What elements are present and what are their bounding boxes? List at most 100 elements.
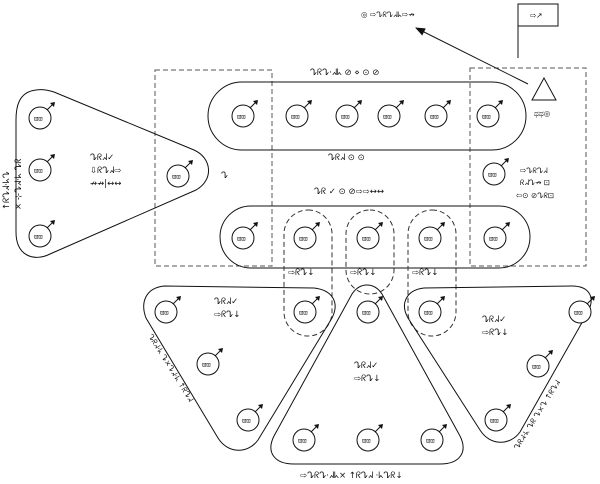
- nodes-layer: ⊡⊡ ⊡⊡ ⊡⊡ ⊡⊡ ⊡⊡ ⊡⊡ ⊡⊡ ⊡⊡ ⊡⊡ ⊡⊡ ⊡⊡ ⊡⊡ ⊡⊡ ⊡⊡ ⊡⊡ ⊡⊡ ⊡⊡ ⊡⊡ ⊡⊡ ⊡⊡…: [28, 100, 595, 452]
- node-27: ⊡⊡: [526, 350, 553, 378]
- left-tri-label-3: ↛↛|↔↔: [90, 179, 121, 189]
- node-pointer-head: [315, 296, 320, 301]
- bottom-caption: ⇨ᖊᖇᖊ·ᖽᖾ× ↑ᖇᖊᖽ ·ᖾᖊᖇ↓: [300, 471, 403, 481]
- node-circle: [293, 226, 317, 250]
- node-glyph: ⊡⊡: [34, 167, 42, 175]
- center-long-label: ᖊᖇ ✓ ⊙ ⊘⇨⇨↔↔: [314, 187, 384, 197]
- node-1: ⊡⊡: [28, 102, 55, 130]
- node-glyph: ⊡⊡: [291, 113, 299, 121]
- flag-label: ⇨↗: [530, 11, 543, 20]
- triangle-marker-label: ಥಥ◎: [534, 109, 550, 118]
- row-small-label-1: ⇨ᖇᖊ↓: [288, 268, 314, 278]
- node-pointer-head: [307, 100, 312, 105]
- group-top-row: [207, 81, 527, 151]
- right-mid-label-2: ᖇᖽᖊ↛ ⊡: [520, 178, 550, 187]
- group-bm-triangle: [270, 284, 464, 465]
- node-glyph: ⊡⊡: [490, 417, 498, 425]
- pointer-arrow: [415, 27, 529, 85]
- top-group-label: ᖊᖇᖊ·ᖽᖾ ⊘ ⋄ ⊙ ⊘: [310, 68, 379, 78]
- node-circle: [568, 300, 592, 324]
- node-circle: [154, 300, 178, 324]
- node-9: ⊡⊡: [424, 100, 451, 128]
- node-10: ⊡⊡: [476, 100, 503, 128]
- flag-icon: [517, 3, 559, 58]
- node-circle: [418, 300, 442, 324]
- node-glyph: ⊡⊡: [34, 115, 42, 123]
- node-circle: [418, 226, 442, 250]
- node-glyph: ⊡⊡: [424, 235, 432, 243]
- node-circle: [420, 428, 444, 452]
- left-sidebar-label-2: × ⊹ᖊᖽ·ᖾ ᖊᖇ: [14, 159, 24, 210]
- node-circle: [484, 408, 508, 432]
- row-small-label-2: ⇨ᖇᖊ↓: [350, 268, 376, 278]
- group-bl-triangle: [143, 285, 336, 451]
- node-pointer-head: [378, 222, 383, 227]
- group-middle-row: [219, 205, 531, 269]
- node-28: ⊡⊡: [484, 404, 511, 432]
- top-arrow-label: ◎ ⇨ᖊᖇᖊᖽᖾ⇨↛: [361, 10, 414, 19]
- node-glyph: ⊡⊡: [574, 309, 582, 317]
- bm-tri-label-2: ⇨ᖇᖊ↓: [354, 374, 380, 384]
- node-circle: [231, 104, 255, 128]
- node-circle: [356, 300, 380, 324]
- br-tri-label-2: ⇨ᖇᖊ↓: [482, 328, 508, 338]
- node-pointer-head: [357, 100, 362, 105]
- right-mid-label-1: ⇨ᖊᖇᖊᖽ: [520, 166, 548, 175]
- node-circle: [526, 354, 550, 378]
- group-br-triangle: [404, 285, 592, 443]
- node-pointer-head: [258, 404, 263, 409]
- node-glyph: ⊡⊡: [202, 361, 210, 369]
- node-4: ⊡⊡: [166, 160, 193, 188]
- br-tri-label-1: ᖊᖇᖽ✓: [482, 315, 506, 325]
- dashed-capsule-3: [407, 209, 457, 337]
- node-glyph: ⊡⊡: [532, 363, 540, 371]
- left-tri-label-1: ᖊᖇᖽ✓: [90, 153, 114, 163]
- node-circle: [482, 162, 506, 186]
- node-glyph: ⊡⊡: [488, 171, 496, 179]
- br-side-label: ᖊᖇᖽ·ᖾ ᖊᖇ ᖊ×ᖊ ↑ᖇᖊᖽ: [512, 378, 562, 451]
- node-circle: [476, 104, 500, 128]
- node-pointer-head: [440, 296, 445, 301]
- dashed-region-left: [154, 69, 273, 267]
- node-circle: [285, 104, 309, 128]
- node-circle: [377, 104, 401, 128]
- node-pointer-head: [253, 222, 258, 227]
- node-13: ⊡⊡: [356, 222, 383, 250]
- node-glyph: ⊡⊡: [362, 437, 370, 445]
- node-pointer-head: [50, 102, 55, 107]
- node-pointer-head: [253, 100, 258, 105]
- right-mid-label-3: ⇦⊙ ⊘ᖊᖇ⊡: [516, 191, 554, 200]
- node-14: ⊡⊡: [418, 222, 445, 250]
- node-glyph: ⊡⊡: [237, 113, 245, 121]
- node-circle: [335, 104, 359, 128]
- node-circle: [166, 164, 190, 188]
- node-glyph: ⊡⊡: [424, 309, 432, 317]
- node-glyph: ⊡⊡: [489, 235, 497, 243]
- node-glyph: ⊡⊡: [299, 235, 307, 243]
- node-15: ⊡⊡: [483, 222, 510, 250]
- node-glyph: ⊡⊡: [160, 309, 168, 317]
- node-5: ⊡⊡: [231, 100, 258, 128]
- node-pointer-head: [504, 158, 509, 163]
- node-circle: [196, 352, 220, 376]
- node-pointer-head: [590, 296, 595, 301]
- node-17: ⊡⊡: [293, 296, 320, 324]
- node-glyph: ⊡⊡: [430, 113, 438, 121]
- node-glyph: ⊡⊡: [362, 235, 370, 243]
- node-pointer-head: [440, 222, 445, 227]
- node-pointer-head: [378, 424, 383, 429]
- node-26: ⊡⊡: [568, 296, 595, 324]
- node-glyph: ⊡⊡: [426, 437, 434, 445]
- node-pointer-head: [176, 296, 181, 301]
- node-22: ⊡⊡: [236, 404, 263, 432]
- node-glyph: ⊡⊡: [237, 235, 245, 243]
- node-21: ⊡⊡: [196, 348, 223, 376]
- node-glyph: ⊡⊡: [242, 417, 250, 425]
- node-circle: [28, 158, 52, 182]
- node-glyph: ⊡⊡: [34, 233, 42, 241]
- node-pointer-head: [442, 424, 447, 429]
- node-pointer-head: [50, 220, 55, 225]
- node-circle: [424, 104, 448, 128]
